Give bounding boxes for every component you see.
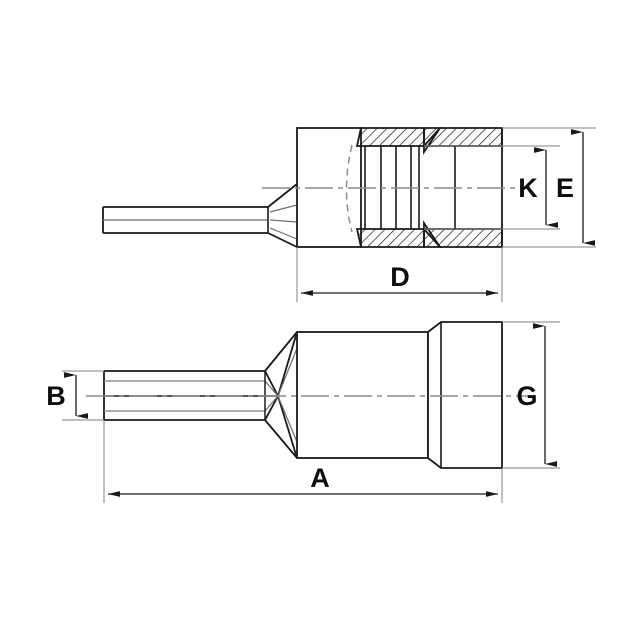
- dimension-B: B: [46, 372, 88, 419]
- sectional-view: K E D: [102, 127, 596, 302]
- dimension-label-A: A: [310, 463, 330, 493]
- crimp-wall-upper-hatch: [355, 127, 442, 155]
- pin-blade-section: [102, 206, 268, 234]
- dimension-label-E: E: [556, 173, 574, 203]
- dimension-D: D: [296, 247, 503, 302]
- transition-taper-section: [267, 183, 298, 248]
- dimension-G: G: [516, 323, 557, 467]
- extension-lines-top: [455, 127, 596, 248]
- extension-lines-bottom: [62, 321, 560, 469]
- dimension-K: K: [518, 147, 558, 228]
- barrel-sleeve-elevation: [296, 331, 429, 459]
- dimension-label-D: D: [390, 262, 410, 292]
- dimension-label-B: B: [46, 381, 66, 411]
- elevation-view: B G A: [46, 321, 560, 503]
- dimension-A: A: [103, 420, 503, 503]
- dimension-E: E: [556, 129, 595, 246]
- dimension-label-K: K: [518, 173, 538, 203]
- crimp-wall-lower-hatch: [355, 220, 442, 248]
- barrel-outer-elevation: [427, 321, 503, 469]
- transition-taper-elevation: [264, 331, 298, 459]
- dimension-label-G: G: [516, 381, 537, 411]
